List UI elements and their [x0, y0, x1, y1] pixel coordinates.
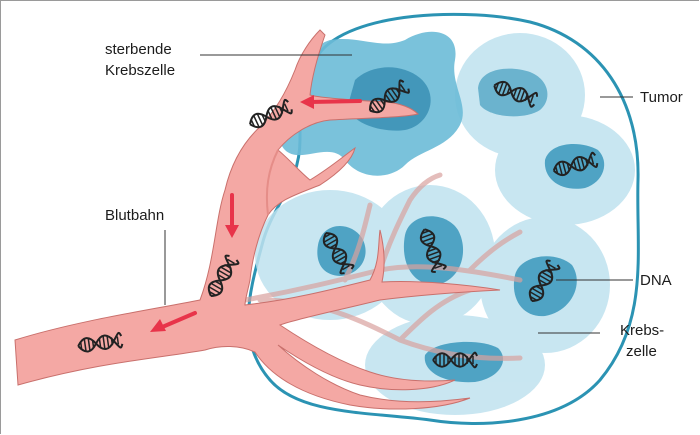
label-tumor: Tumor — [640, 89, 683, 106]
label-dying-cell-1: sterbende — [105, 41, 172, 58]
label-cancer-cell-2: zelle — [626, 343, 657, 360]
label-dna: DNA — [640, 272, 672, 289]
label-dying-cell-2: Krebszelle — [105, 62, 175, 79]
label-bloodstream: Blutbahn — [105, 207, 164, 224]
label-cancer-cell-1: Krebs- — [620, 322, 664, 339]
